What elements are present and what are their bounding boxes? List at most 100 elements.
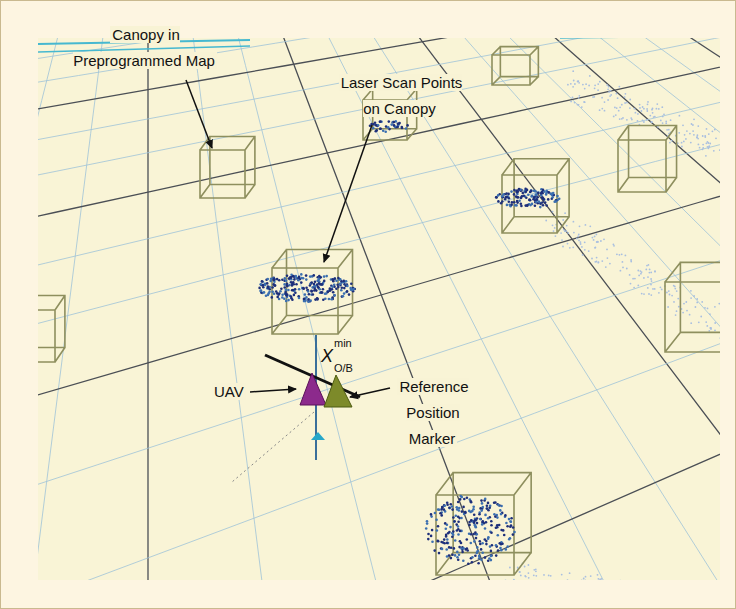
scan-trail-point [707, 308, 709, 310]
scan-point [262, 281, 265, 284]
scan-point [260, 289, 263, 292]
scan-trail-point [662, 116, 664, 118]
scan-point [504, 514, 507, 517]
scan-point [490, 520, 493, 523]
scan-trail-point [577, 80, 579, 82]
scan-point [313, 274, 316, 277]
scan-point [536, 196, 539, 199]
scan-trail-point [666, 292, 668, 294]
scan-trail-point [624, 96, 626, 98]
scan-trail-point [572, 70, 574, 72]
scan-point [335, 287, 338, 290]
scan-point [274, 284, 277, 287]
scan-point [444, 522, 447, 525]
scan-point [545, 204, 548, 207]
scan-trail-point [709, 327, 711, 329]
scan-point [515, 204, 518, 207]
scan-point [449, 526, 452, 529]
scan-point [505, 196, 508, 199]
scan-point [485, 540, 488, 543]
scan-point [314, 289, 317, 292]
scan-trail-point [607, 257, 609, 259]
scan-trail-point [552, 211, 554, 213]
scan-trail-point [589, 225, 591, 227]
scan-trail-point [670, 119, 672, 121]
scan-trail-point [646, 119, 648, 121]
scan-point [487, 517, 490, 520]
scan-point [506, 204, 509, 207]
scan-point [433, 549, 436, 552]
scan-trail-point [630, 259, 632, 261]
scan-point [523, 195, 526, 198]
scan-trail-point [608, 91, 610, 93]
scan-point [380, 121, 383, 124]
label-anchor: X [321, 346, 333, 366]
scan-point [448, 507, 451, 510]
scan-trail-point [654, 116, 656, 118]
scan-point [314, 280, 317, 283]
scan-point [539, 206, 542, 209]
scan-trail-point [578, 82, 580, 84]
scan-trail-point [693, 118, 695, 120]
scan-point [474, 519, 477, 522]
scan-trail-point [626, 119, 628, 121]
scan-trail-point [584, 101, 586, 103]
scan-trail-point [630, 283, 632, 285]
scan-trail-point [651, 109, 653, 111]
scan-trail-point [567, 232, 569, 234]
scan-trail-point [610, 94, 612, 96]
scan-point [500, 513, 503, 516]
scan-trail-point [702, 144, 704, 146]
scan-point [475, 537, 478, 540]
scan-point [495, 544, 498, 547]
scan-point [321, 291, 324, 294]
scan-point [312, 293, 315, 296]
scan-trail-point [569, 247, 571, 249]
scan-point [451, 508, 454, 511]
scan-point [497, 194, 500, 197]
grid-subline [714, 38, 720, 91]
label-anchor: Canopy in Preprogrammed Map [70, 22, 220, 74]
scan-trail-point [525, 576, 527, 578]
scan-trail-point [708, 147, 710, 149]
scan-trail-point [572, 246, 574, 248]
scan-point [405, 127, 408, 130]
scan-point [318, 282, 321, 285]
scan-point [292, 275, 295, 278]
grid-subline [692, 38, 720, 100]
scan-trail-point [698, 144, 700, 146]
scan-point [331, 286, 334, 289]
scan-trail-point [570, 83, 572, 85]
scan-point [490, 532, 493, 535]
scan-trail-point [601, 97, 603, 99]
grid-subline [38, 38, 720, 205]
scan-trail-point [661, 106, 663, 108]
scan-point [457, 559, 460, 562]
scan-point [325, 275, 328, 278]
scan-point [534, 194, 537, 197]
scan-point [536, 198, 539, 201]
scan-point [345, 291, 348, 294]
scan-point [327, 291, 330, 294]
scan-point [479, 543, 482, 546]
scan-trail-point [578, 97, 580, 99]
scan-point [346, 290, 349, 293]
scan-trail-point [714, 129, 716, 131]
scan-point [451, 505, 454, 508]
scan-point [459, 498, 462, 501]
canopy-box [665, 262, 720, 352]
scan-point [501, 196, 504, 199]
scan-point [438, 508, 441, 511]
scan-trail-point [639, 104, 641, 106]
scan-point [467, 562, 470, 565]
scan-point [281, 296, 284, 299]
scan-point [485, 543, 488, 546]
scan-point [320, 291, 323, 294]
grid-subline [38, 38, 720, 70]
scan-point [343, 280, 346, 283]
scan-trail-point [638, 275, 640, 277]
scan-point [300, 277, 303, 280]
scan-trail-point [620, 270, 622, 272]
scan-point [290, 277, 293, 280]
